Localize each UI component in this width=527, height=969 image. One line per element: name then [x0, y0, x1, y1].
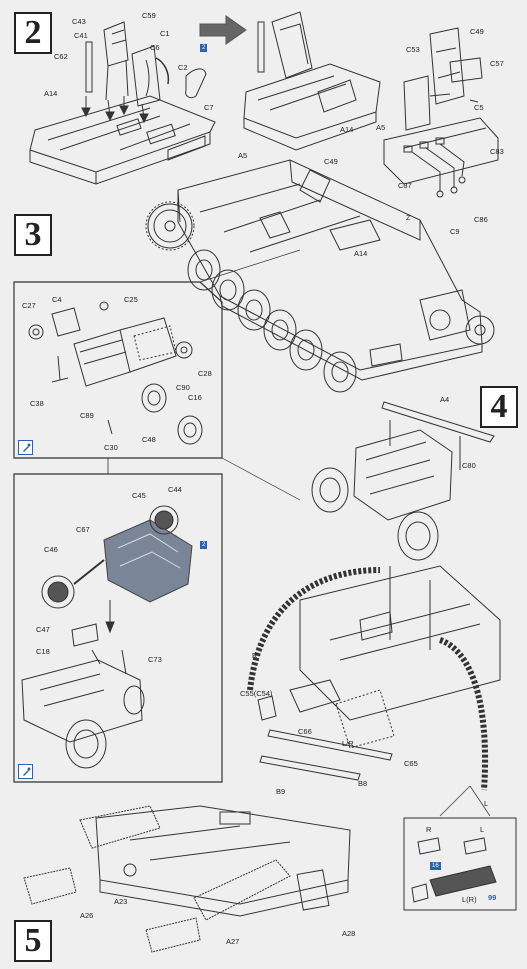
part-label: C47 — [36, 625, 50, 634]
part-label: A27 — [226, 937, 240, 946]
step3-hull-body — [177, 159, 483, 381]
part-label: C9 — [450, 227, 460, 236]
final-drive-covers — [41, 505, 179, 609]
part-label: C5 — [474, 103, 484, 112]
part-label: A14 — [340, 125, 354, 134]
step4-bars — [257, 689, 395, 781]
step4-lower-assembly — [21, 600, 145, 769]
part-label: C89 — [80, 411, 94, 420]
part-label: C59 — [142, 11, 156, 20]
part-label: C73 — [148, 655, 162, 664]
step3-drive-sprocket — [145, 201, 195, 251]
part-label: C6 — [150, 43, 160, 52]
step2-hull-floor-right — [243, 11, 381, 151]
step-number-4: 4 — [480, 386, 518, 428]
part-label: C16 — [188, 393, 202, 402]
part-label: A5 — [376, 123, 386, 132]
step2-assembly-arrows — [81, 96, 149, 124]
part-label: C48 — [142, 435, 156, 444]
cement-icon — [18, 764, 33, 779]
quantity-tag: 2 — [200, 44, 208, 52]
part-label: C7 — [204, 103, 214, 112]
part-label: C28 — [198, 369, 212, 378]
part-label: A5 — [238, 151, 248, 160]
part-label: C87 — [398, 181, 412, 190]
step3-inset-frame — [13, 281, 223, 459]
step4-tracks — [247, 567, 489, 791]
step5-fenders — [23, 805, 291, 953]
part-label: C66 — [298, 727, 312, 736]
transmission-grey — [103, 519, 193, 603]
part-label: C49 — [324, 157, 338, 166]
part-label: C83 — [490, 147, 504, 156]
step-number-2: 2 — [14, 12, 52, 54]
step2-bracket-parts — [383, 27, 499, 198]
step4-hull-rear — [299, 565, 501, 721]
quantity-tag: 2 — [200, 541, 208, 549]
part-label: C90 — [176, 383, 190, 392]
part-label: R — [426, 825, 432, 834]
part-label: C49 — [470, 27, 484, 36]
part-label: C67 — [76, 525, 90, 534]
step3-gearbox-parts — [28, 301, 203, 445]
part-label: C44 — [168, 485, 182, 494]
part-label: C43 — [72, 17, 86, 26]
track-detail-inset — [403, 817, 517, 911]
part-label: C2 — [178, 63, 188, 72]
part-label: C80 — [462, 461, 476, 470]
step5-hull-top — [95, 805, 351, 917]
part-label: C38 — [30, 399, 44, 408]
part-label: C1 — [160, 29, 170, 38]
part-label: C4 — [52, 295, 62, 304]
part-label: C27 — [22, 301, 36, 310]
step3-road-wheels — [187, 249, 495, 393]
step3-leader-lines — [199, 249, 301, 501]
part-label: A14 — [44, 89, 58, 98]
part-label: L/R — [342, 739, 354, 748]
part-label: Z — [406, 213, 411, 222]
part-label: A23 — [114, 897, 128, 906]
part-label: C86 — [474, 215, 488, 224]
part-label: C41 — [74, 31, 88, 40]
part-label: B9 — [276, 787, 286, 796]
track-detail-parts — [411, 837, 497, 903]
part-label: R — [252, 651, 258, 660]
part-label: L — [484, 799, 489, 808]
quantity-tag: 16 — [430, 862, 441, 870]
part-label: L — [480, 825, 485, 834]
part-label: C30 — [104, 443, 118, 452]
part-label: C18 — [36, 647, 50, 656]
part-label: A4 — [440, 395, 450, 404]
part-label: B8 — [358, 779, 368, 788]
part-label: A28 — [342, 929, 356, 938]
part-label: C45 — [132, 491, 146, 500]
part-label: A14 — [354, 249, 368, 258]
step2-hull-floor-left — [29, 95, 216, 185]
cement-icon — [18, 440, 33, 455]
part-label: C46 — [44, 545, 58, 554]
step2-seat-parts — [85, 21, 207, 107]
part-label: C65 — [404, 759, 418, 768]
step-number-5: 5 — [14, 920, 52, 962]
part-label: C53 — [406, 45, 420, 54]
part-label: C55(C54) — [240, 689, 273, 698]
step4-transmission-main — [311, 401, 495, 561]
step-number-3: 3 — [14, 214, 52, 256]
part-label: A26 — [80, 911, 94, 920]
part-label: L(R) — [462, 895, 477, 904]
part-label: C25 — [124, 295, 138, 304]
step2-big-arrow — [199, 15, 247, 45]
part-label: C62 — [54, 52, 68, 61]
step4-inset-frame — [13, 473, 223, 783]
part-label: C57 — [490, 59, 504, 68]
part-label: 99 — [488, 893, 497, 902]
